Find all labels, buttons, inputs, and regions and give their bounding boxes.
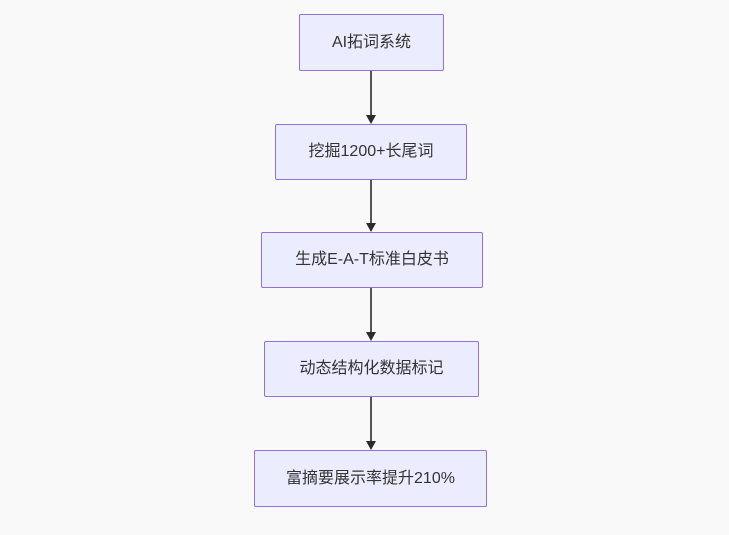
flow-node-longtail-mining: 挖掘1200+长尾词	[275, 124, 467, 180]
flow-node-label: AI拓词系统	[331, 33, 412, 51]
flow-arrow-down-3	[370, 288, 372, 332]
flow-node-label: 动态结构化数据标记	[299, 360, 444, 378]
flow-node-ai-word-expansion: AI拓词系统	[299, 14, 444, 71]
flow-arrow-down-4	[370, 397, 372, 441]
flow-node-label: 生成E-A-T标准白皮书	[295, 251, 449, 269]
flow-node-label: 挖掘1200+长尾词	[308, 143, 434, 161]
flow-node-structured-data-markup: 动态结构化数据标记	[264, 341, 479, 397]
flow-node-eat-whitepaper: 生成E-A-T标准白皮书	[261, 232, 483, 288]
flow-arrow-down-2	[370, 180, 372, 223]
flow-arrow-down-1	[370, 71, 372, 115]
flow-node-label: 富摘要展示率提升210%	[286, 469, 455, 487]
flow-node-rich-snippet-result: 富摘要展示率提升210%	[254, 450, 487, 507]
